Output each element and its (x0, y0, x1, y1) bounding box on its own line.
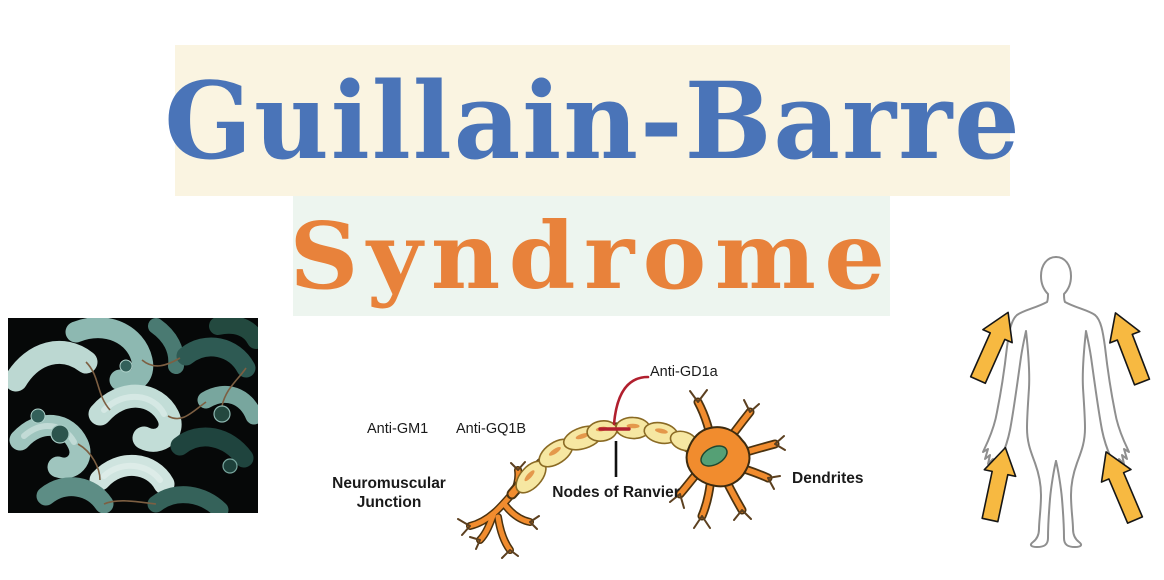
dendrite-branches (669, 389, 786, 529)
ascending-arrow-lower-left (973, 443, 1022, 525)
body-outline (982, 256, 1130, 548)
label-anti-gm1: Anti-GM1 (367, 421, 429, 437)
label-anti-gd1a: Anti-GD1a (650, 364, 718, 380)
page-title: Guillain-Barre (163, 57, 1022, 183)
campylobacter-micrograph-image (8, 318, 258, 513)
ascending-arrow-lower-right (1090, 444, 1151, 528)
bacteria-spheres (30, 359, 238, 474)
neuron-diagram-image (457, 375, 786, 559)
label-neuromuscular-junction: Neuromuscular Junction (332, 475, 446, 511)
bacteria-flagella (77, 357, 247, 505)
label-dendrites: Dendrites (792, 470, 864, 487)
bacteria-cells (8, 318, 258, 513)
page-subtitle: Syndrome (289, 202, 894, 310)
inhibition-arrow-icon (598, 375, 650, 431)
subtitle-band: Syndrome (289, 196, 890, 316)
neuron-nucleus (700, 445, 728, 467)
ascending-arrows (962, 305, 1158, 528)
body-ascending-arrows-image (962, 256, 1158, 548)
title-band: Guillain-Barre (164, 45, 1019, 196)
axon-terminals (457, 461, 540, 559)
label-nodes-of-ranvier: Nodes of Ranvier (552, 484, 680, 501)
label-anti-gq1b: Anti-GQ1B (456, 421, 527, 437)
